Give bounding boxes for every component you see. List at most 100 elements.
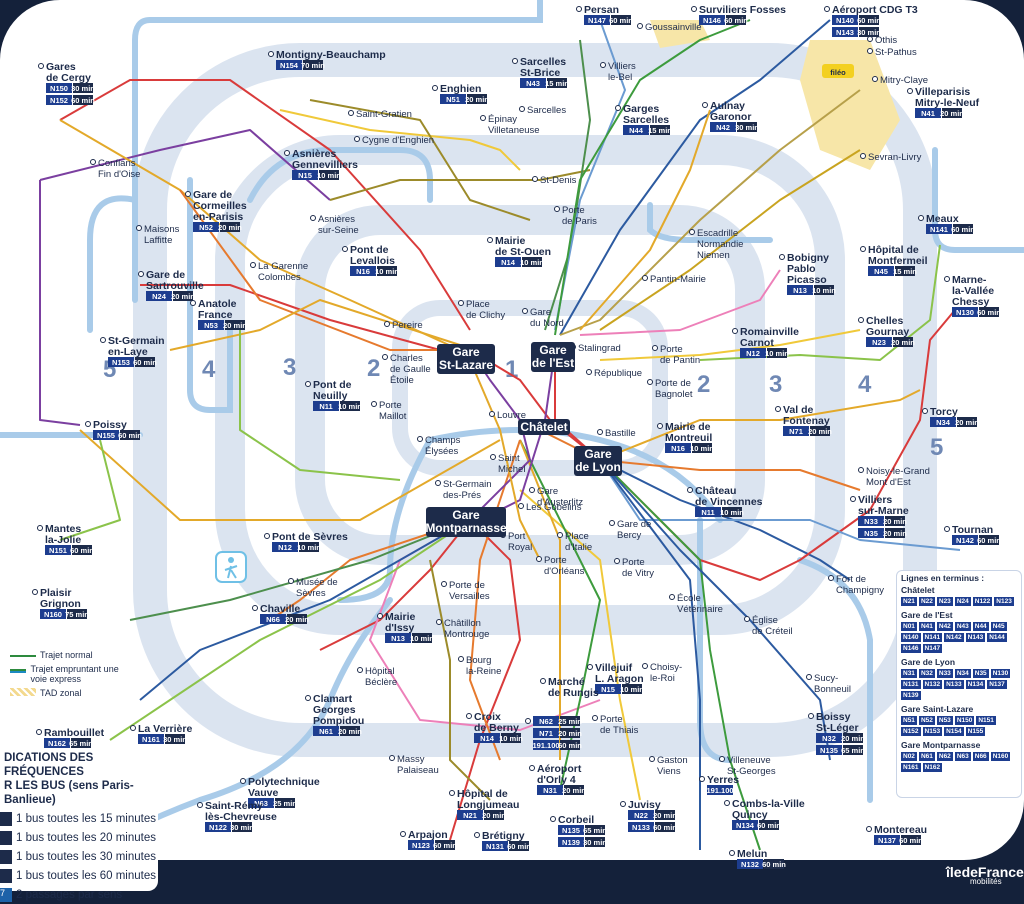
- frequency-row-30: 1 bus toutes les 30 minutes: [0, 847, 158, 866]
- station-marker: [642, 663, 648, 669]
- line-code-badge: [45, 545, 71, 555]
- station-marker: [719, 756, 725, 762]
- frequency-value: 20 min: [338, 727, 362, 736]
- station-label: Vétérinaire: [677, 604, 723, 615]
- frequency-badge: [655, 810, 675, 820]
- station-gobelins: Les Gobelins: [518, 502, 582, 513]
- station-marker: [944, 526, 950, 532]
- bus-route-line: [599, 389, 921, 461]
- terminus-code: N123: [994, 597, 1014, 606]
- terminus-code: N24: [954, 597, 971, 606]
- station-label: Sèvres: [296, 588, 326, 599]
- frequency-badge: [67, 609, 87, 619]
- station-label: de St-Ouen: [495, 246, 551, 258]
- frequency-badge: [377, 266, 397, 276]
- frequency-value: 20 min: [841, 734, 865, 743]
- station-label: Port: [508, 531, 526, 542]
- terminus-group-4: Gare Montparnasse: [901, 740, 981, 750]
- line-code: N154: [280, 61, 299, 70]
- station-marker: [354, 136, 360, 142]
- frequency-title-line-2: R LES BUS (sens Paris-Banlieue): [4, 780, 134, 806]
- frequency-badge: [220, 222, 240, 232]
- terminus-group-3: Gare Saint-Lazare: [901, 704, 974, 714]
- frequency-badge: [979, 307, 999, 317]
- line-code: N16: [356, 267, 370, 276]
- station-label: de Berny: [474, 722, 519, 734]
- station-label: Bobigny: [787, 252, 829, 264]
- line-code: N12: [746, 349, 760, 358]
- frequency-value: 60 min: [433, 841, 457, 850]
- station-label: Boissy: [816, 711, 851, 723]
- line-code-badge: [558, 825, 584, 835]
- line-code-badge: [260, 614, 286, 624]
- frequency-badge: [859, 15, 879, 25]
- line-code: N44: [629, 126, 644, 135]
- frequency-value: 10 min: [499, 734, 523, 743]
- frequency-value: 30 min: [71, 84, 95, 93]
- frequency-badge: [585, 837, 605, 847]
- station-label: Royal: [508, 542, 532, 553]
- station-marker: [669, 594, 675, 600]
- terminus-code: N32: [918, 669, 935, 678]
- terminus-code: N151: [976, 716, 996, 725]
- terminus-code: N140: [901, 633, 921, 642]
- zone-3-label-west: 3: [283, 354, 296, 381]
- bus-route-line: [559, 89, 861, 336]
- station-label: Niemen: [697, 250, 730, 261]
- station-stpathus: St-Pathus: [867, 47, 917, 58]
- station-marker: [382, 354, 388, 360]
- line-code-badge: [915, 108, 941, 118]
- bus-route-line: [129, 519, 471, 621]
- frequency-value: 20 min: [482, 811, 506, 820]
- line-code-badge: [248, 798, 274, 808]
- station-label: Val de: [783, 404, 814, 416]
- station-label: d'Orléans: [544, 566, 585, 577]
- station-marker: [136, 225, 142, 231]
- terminus-code: N53: [936, 716, 953, 725]
- frequency-row-60: 1 bus toutes les 60 minutes: [0, 866, 158, 885]
- line-code-badge: [108, 357, 134, 367]
- station-label: Vauve: [248, 787, 279, 799]
- bus-route-line: [699, 244, 941, 361]
- zone-2-label: 2: [697, 371, 710, 398]
- station-marker: [190, 300, 196, 306]
- terminus-code: N132: [922, 680, 943, 689]
- station-sucy: Sucy-Bonneuil: [806, 673, 851, 695]
- hub-label: de l'Est: [532, 356, 574, 370]
- station-label: Fort de: [836, 574, 866, 585]
- station-label: Corbeil: [558, 814, 594, 826]
- station-label: Villeparisis: [915, 86, 970, 98]
- frequency-value: 60 min: [857, 16, 881, 25]
- station-label: Place: [565, 531, 589, 542]
- bus-route-line: [599, 459, 701, 850]
- station-marker: [525, 718, 531, 724]
- station-label: Villetaneuse: [488, 125, 540, 136]
- line-code: N122: [209, 823, 227, 832]
- line-code-badge: [926, 224, 952, 234]
- line-code: N161: [142, 735, 160, 744]
- station-label: Normandie: [697, 239, 743, 250]
- station-marker: [550, 816, 556, 822]
- frequency-badge: [547, 78, 567, 88]
- line-code-badge: [783, 426, 809, 436]
- frequency-value: 15 min: [545, 79, 569, 88]
- frequency-badge: [120, 430, 140, 440]
- station-marker: [907, 88, 913, 94]
- bus-routes: [39, 19, 961, 851]
- frequency-value: 10 min: [720, 508, 744, 517]
- line-code: N140: [836, 16, 854, 25]
